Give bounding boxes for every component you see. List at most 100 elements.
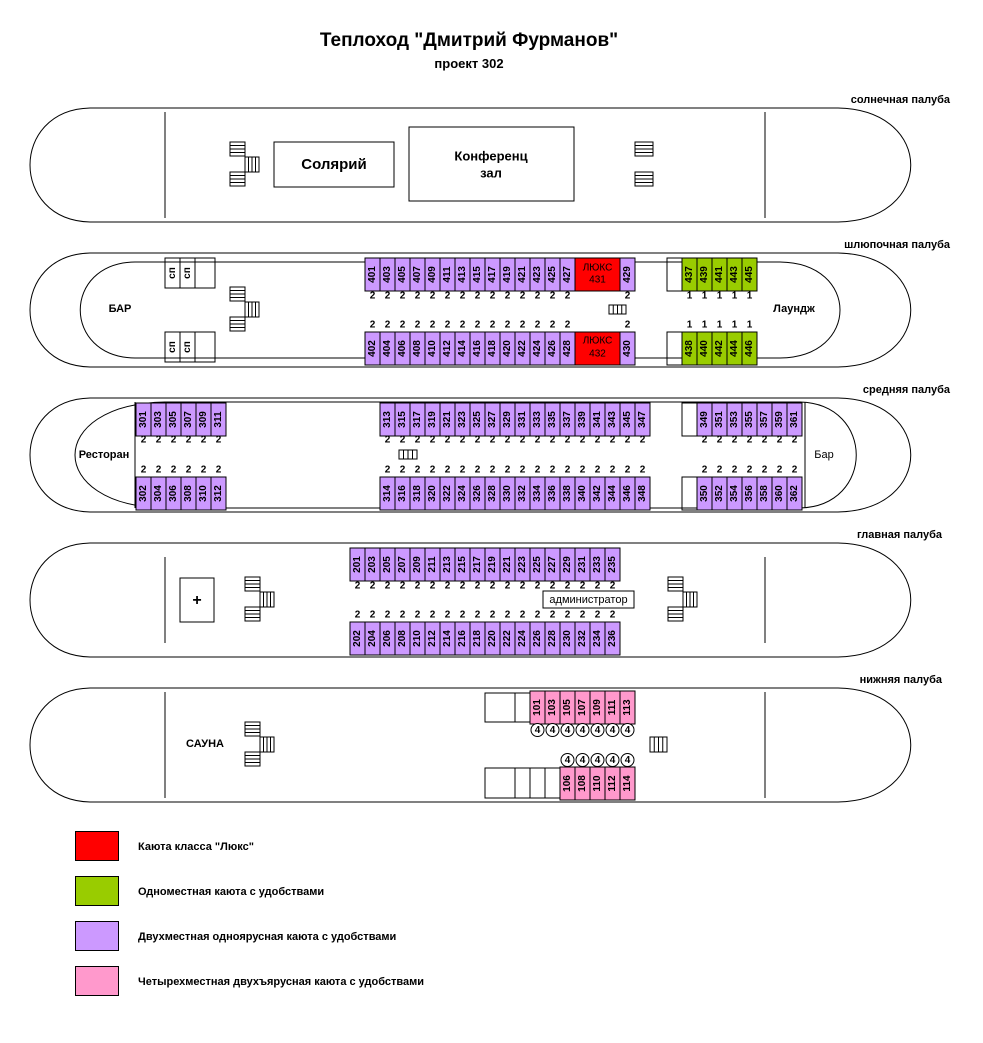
cabin-number: 304 <box>153 485 164 502</box>
occupancy: 2 <box>535 291 541 302</box>
cabin-number: 225 <box>532 556 543 573</box>
stairs-icon <box>259 591 275 608</box>
occupancy: 2 <box>505 320 511 331</box>
occupancy: 1 <box>687 291 693 302</box>
occupancy: 2 <box>762 435 768 446</box>
service-room <box>484 767 516 799</box>
occupancy: 4 <box>550 725 556 736</box>
occupancy: 2 <box>430 465 436 476</box>
occupancy: 2 <box>625 465 631 476</box>
cabin-number: 322 <box>442 485 453 502</box>
occupancy: 2 <box>535 465 541 476</box>
occupancy: 2 <box>415 435 421 446</box>
occupancy: 2 <box>520 610 526 621</box>
cabin-number: 413 <box>457 266 468 283</box>
cabin-number: 421 <box>517 266 528 283</box>
cabin-number: 410 <box>427 340 438 357</box>
occupancy: 1 <box>702 320 708 331</box>
occupancy: 2 <box>400 291 406 302</box>
occupancy-circle <box>575 723 590 737</box>
occupancy: 2 <box>216 465 222 476</box>
cabin-number: 113 <box>622 699 633 716</box>
cabin-number: 201 <box>352 556 363 573</box>
lux-label: ЛЮКС <box>583 263 613 274</box>
cabin <box>634 476 651 511</box>
occupancy: 2 <box>505 435 511 446</box>
stairs-icon <box>244 156 260 173</box>
cabin-number: 414 <box>457 340 468 357</box>
occupancy: 2 <box>171 435 177 446</box>
cabin-number: 222 <box>502 630 513 647</box>
occupancy: 1 <box>732 320 738 331</box>
conference-label: зал <box>480 165 502 180</box>
cabin-number: 114 <box>622 775 633 792</box>
boat-deck-hull <box>29 252 912 368</box>
cabin-number: 440 <box>699 340 710 357</box>
cabin-number: 107 <box>577 699 588 716</box>
occupancy: 4 <box>580 755 586 766</box>
occupancy: 2 <box>460 320 466 331</box>
stairs-icon <box>244 576 261 592</box>
cabin-number: 217 <box>472 556 483 573</box>
occupancy: 2 <box>625 320 631 331</box>
occupancy: 2 <box>415 581 421 592</box>
occupancy: 2 <box>355 610 361 621</box>
legend-swatch <box>75 876 119 906</box>
occupancy: 2 <box>490 610 496 621</box>
occupancy: 4 <box>625 755 631 766</box>
occupancy: 2 <box>732 465 738 476</box>
occupancy: 2 <box>385 435 391 446</box>
cabin-number: 445 <box>744 266 755 283</box>
cabin-number: 307 <box>183 411 194 428</box>
occupancy: 4 <box>610 755 616 766</box>
cabin-number: 111 <box>607 699 618 715</box>
occupancy: 2 <box>201 435 207 446</box>
cabin-number: 407 <box>412 266 423 283</box>
stairs-icon <box>608 304 627 315</box>
cabin-number: 343 <box>607 411 618 428</box>
stairs-icon <box>634 141 654 157</box>
cabin-number: 402 <box>367 340 378 357</box>
cabin-number: 347 <box>637 411 648 428</box>
occupancy: 2 <box>430 320 436 331</box>
service-room <box>514 767 531 799</box>
cabin-number: 412 <box>442 340 453 357</box>
occupancy-circle <box>605 723 620 737</box>
occupancy: 2 <box>490 465 496 476</box>
service-room <box>484 692 516 723</box>
cabin-number: 356 <box>744 485 755 502</box>
cabin-number: 325 <box>472 411 483 428</box>
occupancy: 2 <box>565 291 571 302</box>
occupancy: 2 <box>580 610 586 621</box>
occupancy: 2 <box>490 320 496 331</box>
occupancy: 4 <box>595 755 601 766</box>
bar-label: БАР <box>109 303 132 315</box>
middle-deck-name: средняя палуба <box>863 384 951 396</box>
cabin-number: 328 <box>487 485 498 502</box>
occupancy: 2 <box>625 435 631 446</box>
stairs-icon <box>667 576 684 592</box>
occupancy: 2 <box>156 465 162 476</box>
cabin-number: 219 <box>487 556 498 573</box>
cabin-number: 352 <box>714 485 725 502</box>
cabin-number: 213 <box>442 556 453 573</box>
occupancy: 2 <box>580 435 586 446</box>
occupancy: 2 <box>475 610 481 621</box>
occupancy: 2 <box>400 465 406 476</box>
occupancy: 2 <box>565 320 571 331</box>
cabin-number: 340 <box>577 485 588 502</box>
cabin-number: 362 <box>789 485 800 502</box>
occupancy: 2 <box>625 291 631 302</box>
cabin-number: 110 <box>592 775 603 792</box>
occupancy: 2 <box>732 435 738 446</box>
cabin-number: 215 <box>457 556 468 573</box>
cabin-number: 422 <box>517 340 528 357</box>
cabin-number: 351 <box>714 411 725 428</box>
occupancy: 1 <box>687 320 693 331</box>
solarium-label: Солярий <box>301 156 367 173</box>
occupancy: 2 <box>550 581 556 592</box>
cabin-number: 405 <box>397 266 408 283</box>
cabin-number: 317 <box>412 411 423 428</box>
restaurant-label: Ресторан <box>79 449 130 461</box>
lower-deck-hull <box>29 687 912 803</box>
